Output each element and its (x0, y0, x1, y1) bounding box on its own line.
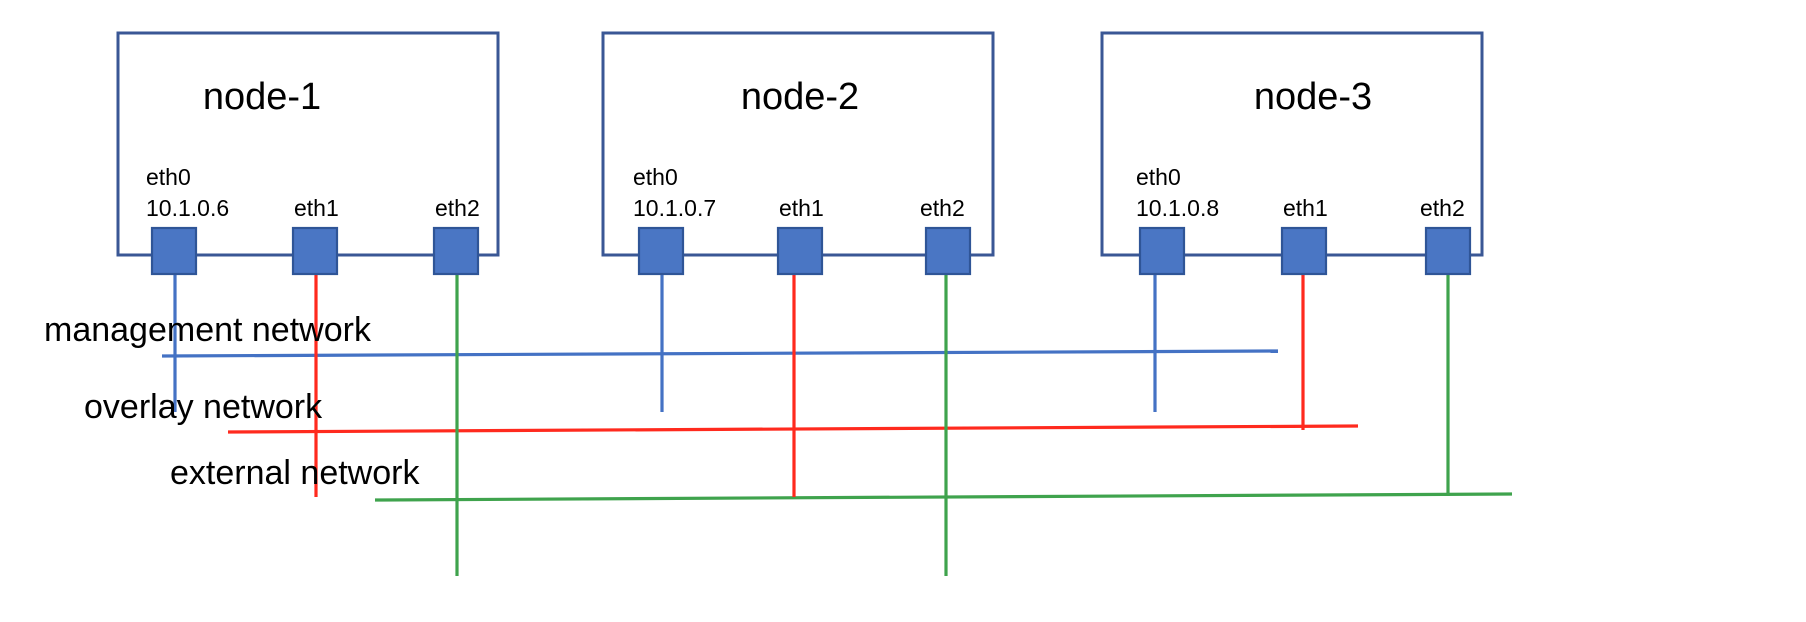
network-label-management: management network (44, 311, 372, 349)
interface-label-node-3-eth2: eth2 (1420, 195, 1465, 221)
interface-label-node-1-eth0: eth0 10.1.0.6 (146, 164, 229, 221)
interface-box-node-2-eth2[interactable] (924, 226, 972, 276)
interface-label-line: eth0 (146, 164, 191, 190)
interface-box-node-3-eth0[interactable] (1138, 226, 1186, 276)
interface-label-line: 10.1.0.6 (146, 195, 229, 221)
node-title-node-2: node-2 (741, 76, 859, 118)
interface-box-node-2-eth1[interactable] (776, 226, 824, 276)
interface-box-node-1-eth0[interactable] (150, 226, 198, 276)
interface-drop-layer (173, 272, 1450, 576)
node-layer: node-1 eth0 10.1.0.6 eth1 eth2 node-2 eth0 10.1… (116, 31, 1484, 276)
interface-box-node-1-eth2[interactable] (432, 226, 480, 276)
interface-box-node-3-eth1[interactable] (1280, 226, 1328, 276)
interface-box-node-2-eth0[interactable] (637, 226, 685, 276)
interface-box-node-1-eth1[interactable] (291, 226, 339, 276)
interface-label-node-3-eth1: eth1 (1283, 195, 1328, 221)
interface-label-node-2-eth2: eth2 (920, 195, 965, 221)
label-layer: management network overlay network externa… (44, 311, 420, 492)
interface-label-line: eth2 (435, 195, 480, 221)
interface-label-line: eth1 (779, 195, 824, 221)
interface-label-line: eth1 (1283, 195, 1328, 221)
network-label-overlay: overlay network (84, 388, 323, 426)
node-title-node-1: node-1 (203, 76, 321, 118)
interface-label-line: 10.1.0.7 (633, 195, 716, 221)
node-box-node-1[interactable] (116, 31, 500, 257)
interface-label-line: eth0 (1136, 164, 1181, 190)
interface-box-node-3-eth2[interactable] (1424, 226, 1472, 276)
network-label-external: external network (170, 454, 420, 492)
node-box-node-2[interactable] (601, 31, 995, 257)
interface-label-node-2-eth1: eth1 (779, 195, 824, 221)
interface-label-node-1-eth1: eth1 (294, 195, 339, 221)
interface-label-line: eth2 (920, 195, 965, 221)
network-bus-management (161, 349, 1279, 358)
node-title-node-3: node-3 (1254, 76, 1372, 118)
interface-label-line: 10.1.0.8 (1136, 195, 1219, 221)
interface-label-node-3-eth0: eth0 10.1.0.8 (1136, 164, 1219, 221)
interface-label-node-2-eth0: eth0 10.1.0.7 (633, 164, 716, 221)
network-bus-external (374, 492, 1513, 502)
node-box-node-3[interactable] (1100, 31, 1484, 257)
interface-label-line: eth1 (294, 195, 339, 221)
interface-label-node-1-eth2: eth2 (435, 195, 480, 221)
interface-label-line: eth2 (1420, 195, 1465, 221)
interface-label-line: eth0 (633, 164, 678, 190)
